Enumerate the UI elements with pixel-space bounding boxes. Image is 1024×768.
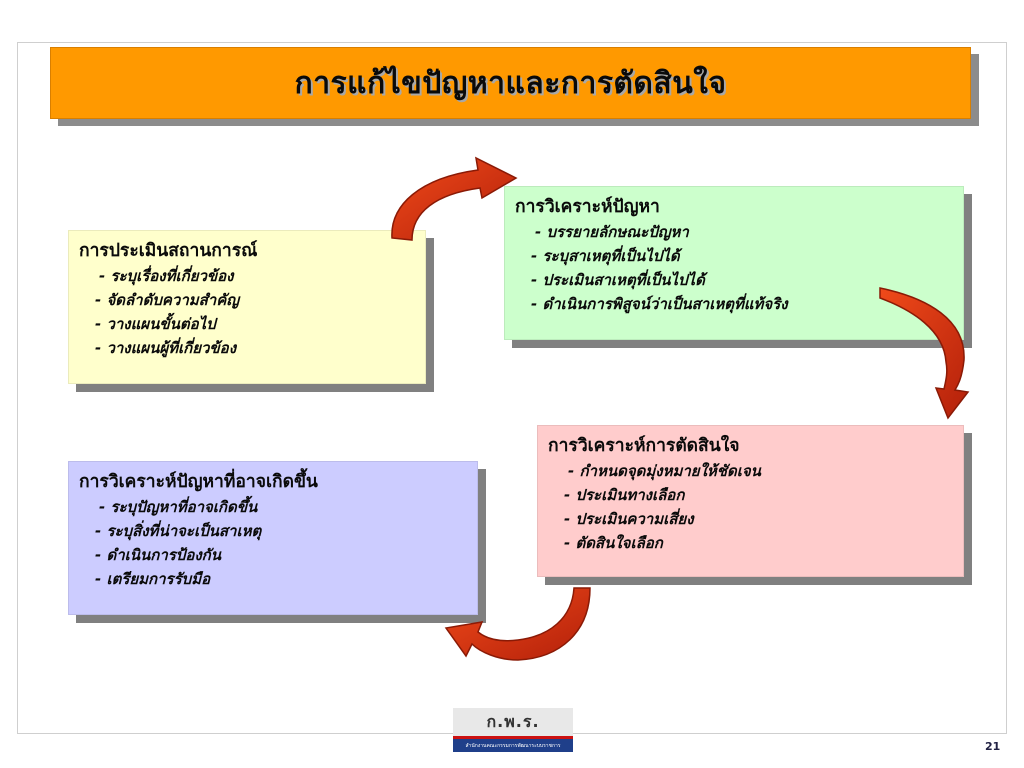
page-number: 21 (985, 740, 1001, 753)
list-item: - ดำเนินการป้องกัน (95, 546, 221, 564)
box-potential-title: การวิเคราะห์ปัญหาที่อาจเกิดขึ้น (79, 472, 318, 492)
list-item: - ระบุสิ่งที่น่าจะเป็นสาเหตุ (95, 522, 262, 540)
title-banner: การแก้ไขปัญหาและการตัดสินใจ (50, 47, 971, 119)
list-item: - ดำเนินการพิสูจน์ว่าเป็นสาเหตุที่แท้จริ… (531, 295, 788, 313)
logo-text: ก.พ.ร. (453, 708, 573, 736)
curved-arrow-icon (391, 156, 518, 241)
box-problem-title: การวิเคราะห์ปัญหา (515, 197, 660, 217)
list-item: - วางแผนขั้นต่อไป (95, 315, 216, 333)
list-item: - ระบุเรื่องที่เกี่ยวข้อง (99, 267, 234, 285)
curved-arrow-icon (879, 287, 970, 420)
box-situation: การประเมินสถานการณ์ - ระบุเรื่องที่เกี่ย… (68, 230, 426, 384)
list-item: - จัดลำดับความสำคัญ (95, 291, 240, 309)
logo-subtext: สำนักงานคณะกรรมการพัฒนาระบบราชการ (453, 739, 573, 752)
box-potential: การวิเคราะห์ปัญหาที่อาจเกิดขึ้น - ระบุปั… (68, 461, 478, 615)
list-item: - ประเมินความเสี่ยง (564, 510, 694, 528)
list-item: - วางแผนผู้ที่เกี่ยวข้อง (95, 339, 237, 357)
slide-title: การแก้ไขปัญหาและการตัดสินใจ (294, 65, 727, 101)
box-situation-title: การประเมินสถานการณ์ (79, 241, 258, 261)
list-item: - บรรยายลักษณะปัญหา (535, 223, 689, 241)
curved-arrow-icon (444, 587, 591, 661)
box-problem: การวิเคราะห์ปัญหา - บรรยายลักษณะปัญหา - … (504, 186, 964, 340)
box-decision-title: การวิเคราะห์การตัดสินใจ (548, 436, 740, 456)
box-decision: การวิเคราะห์การตัดสินใจ - กำหนดจุดมุ่งหม… (537, 425, 964, 577)
list-item: - ตัดสินใจเลือก (564, 534, 663, 552)
list-item: - ประเมินทางเลือก (564, 486, 685, 504)
list-item: - ระบุปัญหาที่อาจเกิดขึ้น (99, 498, 258, 516)
logo-stripe (453, 736, 573, 739)
list-item: - เตรียมการรับมือ (95, 570, 211, 588)
list-item: - ประเมินสาเหตุที่เป็นไปได้ (531, 271, 705, 289)
list-item: - กำหนดจุดมุ่งหมายให้ชัดเจน (568, 462, 761, 480)
footer-logo: ก.พ.ร. สำนักงานคณะกรรมการพัฒนาระบบราชการ (453, 708, 573, 752)
list-item: - ระบุสาเหตุที่เป็นไปได้ (531, 247, 680, 265)
